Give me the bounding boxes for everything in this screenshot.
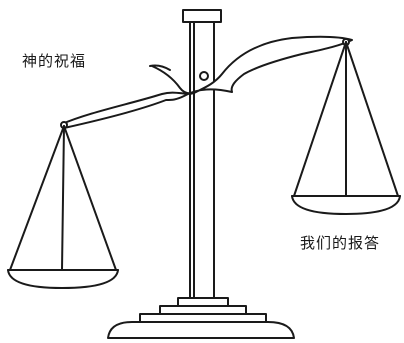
- left-pan: [7, 269, 119, 289]
- left-pan-assembly: [7, 121, 119, 289]
- right-pan-assembly: [291, 38, 401, 215]
- left-pan-label: 神的祝福: [22, 52, 87, 70]
- balance-beam: [61, 35, 353, 129]
- right-pan: [291, 195, 401, 215]
- right-pan-label: 我们的报答: [300, 234, 381, 252]
- scale-base: [107, 297, 295, 339]
- scale-pillar: [189, 21, 215, 299]
- pillar-cap: [182, 9, 222, 23]
